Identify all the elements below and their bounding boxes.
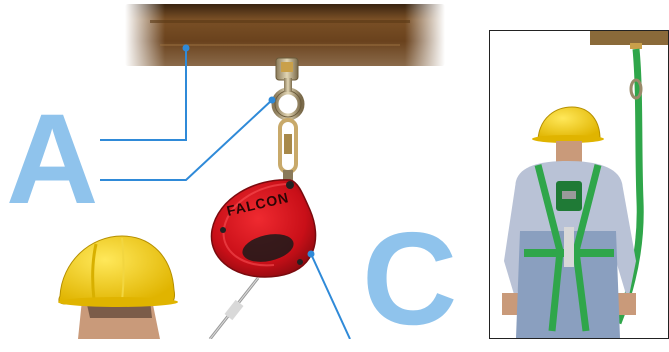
leader-line-device [311,254,350,339]
steel-beam [125,4,445,66]
beam-clamp [275,58,301,117]
hard-hat [58,236,178,339]
label-a: A [6,96,98,224]
worker-in-harness [490,31,668,338]
inset-photo [489,30,669,339]
label-c: C [362,213,457,345]
carabiner [280,120,296,184]
